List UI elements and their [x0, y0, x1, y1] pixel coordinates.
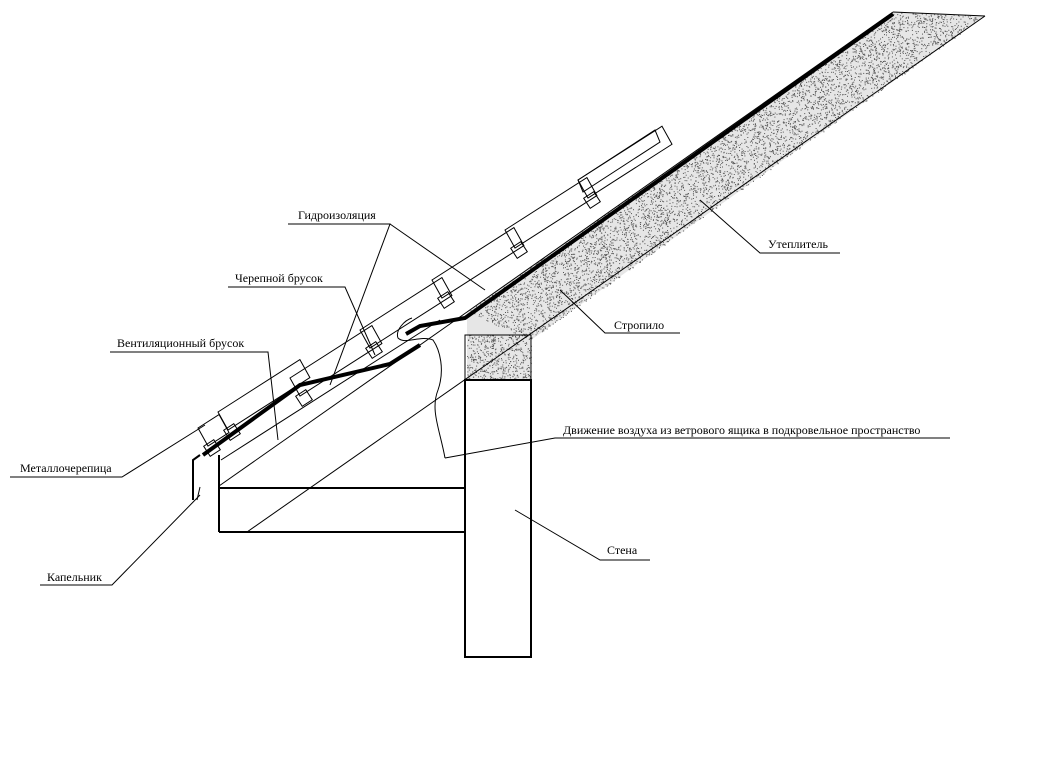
waterproofing-membrane	[201, 12, 895, 457]
batten	[437, 291, 455, 309]
batten	[510, 241, 528, 259]
tile-segment	[197, 413, 230, 447]
airflow-path	[396, 317, 446, 459]
leader-lines	[10, 199, 950, 586]
label-batten: Черепной брусок	[235, 271, 323, 285]
wall	[464, 379, 532, 658]
metal-tile-roofing	[197, 125, 673, 457]
batten	[223, 423, 241, 441]
tile-segment	[504, 176, 598, 249]
tile-segment	[217, 358, 311, 431]
tile-segment	[431, 226, 525, 299]
drip-edge	[192, 454, 201, 501]
batten	[295, 389, 313, 407]
label-vent-batten: Вентиляционный брусок	[117, 336, 244, 350]
label-insulation: Утеплитель	[768, 237, 828, 251]
tile-segment	[289, 324, 383, 397]
label-wall: Стена	[607, 543, 638, 557]
label-drip-edge: Капельник	[47, 570, 102, 584]
label-waterproofing: Гидроизоляция	[298, 208, 376, 222]
soffit-box	[218, 455, 465, 533]
label-airflow: Движение воздуха из ветрового ящика в по…	[563, 423, 920, 437]
tile-segment	[359, 276, 453, 349]
label-metal-tile: Металлочерепица	[20, 461, 112, 475]
batten	[583, 191, 601, 209]
tile-segment	[577, 129, 661, 193]
batten	[203, 439, 221, 457]
label-rafter: Стропило	[614, 318, 664, 332]
